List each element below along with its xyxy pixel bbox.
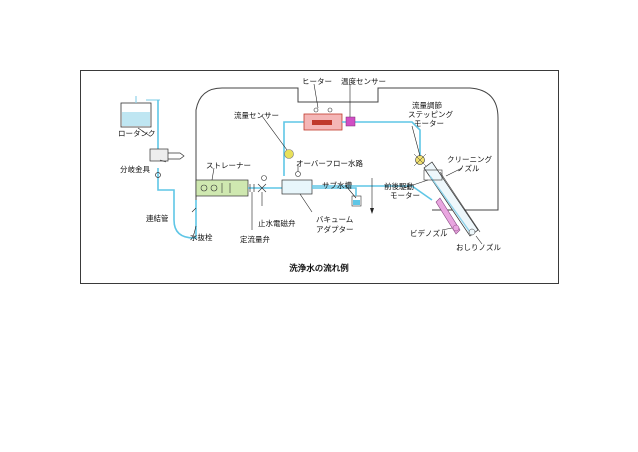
pipe-to-nozzle [312, 185, 433, 201]
temp-sensor-icon [345, 116, 356, 127]
vacuum-adapter-label-1: バキューム [316, 215, 353, 224]
bidet-nozzle-label: ビデノズル [410, 228, 448, 238]
stop-valve-icon [257, 175, 267, 193]
drive-motor-label-1: 前後駆動 [384, 181, 414, 191]
cleaning-nozzle-label-1: クリーニング [447, 154, 492, 164]
flow-valve-label: 定流量弁 [240, 234, 270, 244]
supply-pipe-left [157, 100, 197, 239]
flow-sensor-label: 流量センサー [234, 110, 279, 120]
drive-motor-label-2: モーター [390, 191, 420, 200]
oshiri-nozzle-label: おしりノズル [456, 242, 501, 252]
cleaning-nozzle-label-2: ノズル [457, 163, 480, 173]
diagram-caption: 洗浄水の流れ例 [289, 263, 349, 274]
flow-sensor-icon [284, 149, 294, 159]
strainer-label: ストレーナー [206, 161, 251, 170]
stop-valve-label: 止水電磁弁 [258, 218, 296, 228]
flow-motor-label-2: ステッピング [408, 109, 453, 119]
branch-valve-icon [149, 148, 185, 178]
diagram-frame [80, 70, 559, 284]
stepping-motor-icon [413, 153, 427, 167]
connector-pipe-label: 連結管 [146, 213, 169, 223]
overflow-label: オーバーフロー水路 [296, 158, 363, 168]
vacuum-adapter-label-2: アダプター [316, 224, 354, 234]
branch-valve-label: 分岐金具 [120, 164, 150, 174]
nozzle-assembly [423, 161, 481, 237]
low-tank [120, 96, 160, 128]
pipe-heater-out [342, 121, 421, 160]
heater-label: ヒーター [302, 77, 332, 86]
flow-motor-label-1: 流量調節 [412, 100, 442, 110]
low-tank-label: ロータンク [118, 129, 156, 138]
flow-valve-icon [249, 184, 255, 192]
vacuum-adapter [281, 171, 313, 195]
bidet-nozzle-icon [435, 197, 461, 235]
drain-plug-label: 水抜栓 [190, 232, 213, 242]
sub-tank-label: サブ水槽 [322, 180, 352, 190]
flow-motor-label-3: モーター [414, 119, 444, 128]
sub-tank [351, 195, 362, 207]
heater-icon [303, 107, 343, 131]
temp-sensor-label: 温度センサー [341, 76, 386, 86]
strainer-unit [195, 179, 249, 197]
pipe-to-heater [283, 121, 304, 176]
toilet-seat-housing [195, 87, 499, 211]
